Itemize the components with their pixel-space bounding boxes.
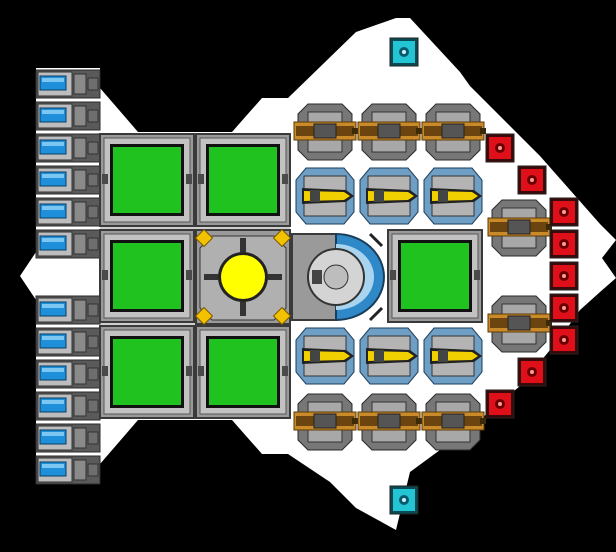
red-sensor-pod xyxy=(549,325,579,355)
red-sensor-pod xyxy=(517,165,547,195)
storage-cell xyxy=(99,133,195,227)
railgun-turret xyxy=(357,103,422,161)
railgun-turret xyxy=(487,295,552,353)
cyan-beacon xyxy=(389,485,419,515)
thruster-module xyxy=(35,69,101,99)
laser-turret xyxy=(295,327,355,385)
laser-turret xyxy=(359,327,419,385)
laser-turret xyxy=(423,167,483,225)
thruster-module xyxy=(35,327,101,357)
thruster-module xyxy=(35,229,101,259)
red-sensor-pod xyxy=(549,229,579,259)
laser-turret xyxy=(423,327,483,385)
thruster-module xyxy=(35,165,101,195)
thruster-module xyxy=(35,295,101,325)
railgun-turret xyxy=(421,393,486,451)
railgun-turret xyxy=(487,199,552,257)
thruster-module xyxy=(35,391,101,421)
storage-cell xyxy=(99,229,195,323)
railgun-turret xyxy=(421,103,486,161)
laser-turret xyxy=(359,167,419,225)
storage-cell xyxy=(99,325,195,419)
command-bridge xyxy=(291,232,385,322)
railgun-turret xyxy=(293,393,358,451)
storage-cell xyxy=(387,229,483,323)
red-sensor-pod xyxy=(549,261,579,291)
reactor-core xyxy=(194,228,292,326)
red-sensor-pod xyxy=(485,133,515,163)
thruster-module xyxy=(35,101,101,131)
storage-cell xyxy=(195,133,291,227)
thruster-module xyxy=(35,133,101,163)
cyan-beacon xyxy=(389,37,419,67)
railgun-turret xyxy=(293,103,358,161)
red-sensor-pod xyxy=(485,389,515,419)
laser-turret xyxy=(295,167,355,225)
railgun-turret xyxy=(357,393,422,451)
thruster-module xyxy=(35,423,101,453)
red-sensor-pod xyxy=(517,357,547,387)
thruster-module xyxy=(35,359,101,389)
thruster-module xyxy=(35,197,101,227)
storage-cell xyxy=(195,325,291,419)
red-sensor-pod xyxy=(549,197,579,227)
red-sensor-pod xyxy=(549,293,579,323)
thruster-module xyxy=(35,455,101,485)
